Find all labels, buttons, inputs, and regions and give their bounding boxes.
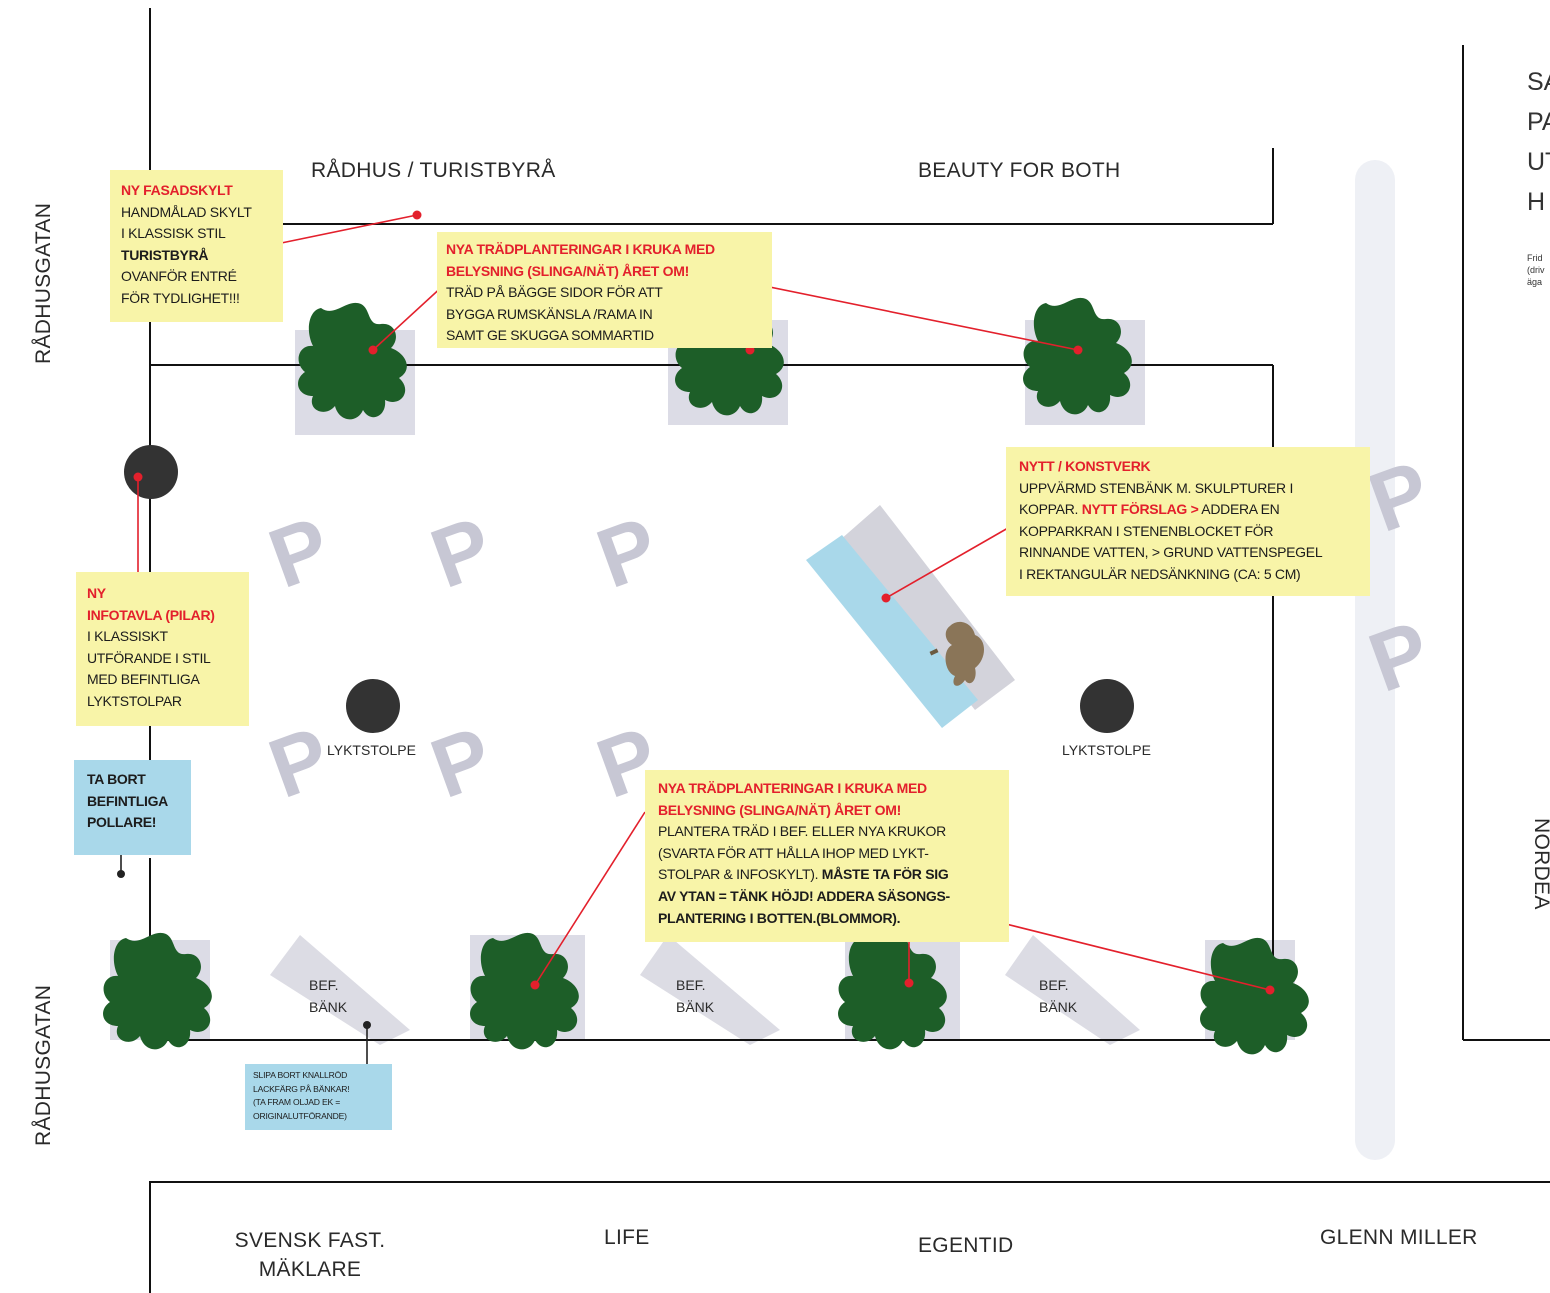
- label-nordea: NORDEA: [1530, 818, 1550, 910]
- label-bench-2: BEF. BÄNK: [676, 974, 714, 1018]
- note-konstverk-line2a: KOPPAR.: [1019, 501, 1079, 518]
- note-trad-top-line2: BYGGA RUMSKÄNSLA /RAMA IN: [446, 305, 653, 322]
- parking-symbol-5: P: [419, 708, 504, 815]
- note-bank: SLIPA BORT KNALLRÖD LACKFÄRG PÅ BÄNKAR! …: [245, 1064, 392, 1130]
- label-radhus: RÅDHUS / TURISTBYRÅ: [311, 159, 556, 182]
- note-konstverk-title: NYTT / KONSTVERK: [1019, 458, 1151, 474]
- note-konstverk-line4: RINNANDE VATTEN, > GRUND VATTENSPEGEL: [1019, 544, 1323, 561]
- water-mirror: [806, 535, 978, 728]
- note-trad-bottom-line2: (SVARTA FÖR ATT HÅLLA IHOP MED LYKT-: [658, 844, 929, 861]
- label-bench-1: BEF. BÄNK: [309, 974, 347, 1018]
- note-fasadskylt: NY FASADSKYLT HANDMÅLAD SKYLT I KLASSISK…: [110, 170, 283, 322]
- bench-shadows: [270, 935, 1140, 1045]
- parking-symbol-3: P: [585, 498, 670, 605]
- side-heading-line-4: H: [1527, 188, 1546, 216]
- note-konstverk-line5: I REKTANGULÄR NEDSÄNKNING (CA: 5 CM): [1019, 565, 1301, 582]
- bench-2-line-2: BÄNK: [676, 999, 715, 1015]
- label-svensk-fast: SVENSK FAST. MÄKLARE: [232, 1226, 388, 1284]
- note-konstverk: NYTT / KONSTVERK UPPVÄRMD STENBÄNK M. SK…: [1006, 447, 1370, 596]
- copper-tap: [929, 648, 939, 656]
- label-life: LIFE: [604, 1226, 650, 1249]
- note-fasadskylt-line3: OVANFÖR ENTRÉ: [121, 268, 237, 285]
- note-pollare-line1: TA BORT: [87, 771, 146, 787]
- note-fasadskylt-title: NY FASADSKYLT: [121, 182, 233, 198]
- side-small-line-3: äga: [1527, 277, 1543, 287]
- note-infotavla-line1: I KLASSISKT: [87, 628, 168, 645]
- art-installation: [806, 505, 1015, 728]
- note-bank-line3: (TA FRAM OLJAD EK =: [253, 1097, 341, 1107]
- note-fasadskylt-line4: FÖR TYDLIGHET!!!: [121, 289, 240, 306]
- note-infotavla-line3: MED BEFINTLIGA: [87, 671, 200, 688]
- note-konstverk-line2-red: NYTT FÖRSLAG >: [1081, 501, 1199, 518]
- parking-symbol-1: P: [257, 498, 342, 605]
- note-trad-bottom-title1: NYA TRÄDPLANTERINGAR I KRUKA MED: [658, 780, 927, 796]
- note-pollare-line3: POLLARE!: [87, 814, 157, 831]
- callout-dots: [133, 210, 1275, 995]
- note-trad-bottom-line4: AV YTAN = TÄNK HÖJD! ADDERA SÄSONGS-: [658, 887, 950, 904]
- label-radhusgatan-top: RÅDHUSGATAN: [32, 202, 55, 364]
- lamp-post-left: [346, 679, 400, 733]
- note-trad-bottom-line5: PLANTERING I BOTTEN.(BLOMMOR).: [658, 909, 901, 926]
- label-radhusgatan-bottom: RÅDHUSGATAN: [32, 984, 55, 1146]
- label-bench-3: BEF. BÄNK: [1039, 974, 1077, 1018]
- note-trad-bottom-line3a: STOLPAR & INFOSKYLT).: [658, 866, 819, 883]
- note-fasadskylt-line1: HANDMÅLAD SKYLT: [121, 203, 252, 220]
- note-konstverk-line1: UPPVÄRMD STENBÄNK M. SKULPTURER I: [1019, 479, 1294, 496]
- label-svensk-line2: MÄKLARE: [258, 1258, 362, 1281]
- bench-1-line-2: BÄNK: [309, 999, 348, 1015]
- note-bank-line1: SLIPA BORT KNALLRÖD: [253, 1070, 348, 1080]
- note-konstverk-line3: KOPPARKRAN I STENENBLOCKET FÖR: [1019, 522, 1274, 539]
- label-svensk-line1: SVENSK FAST.: [234, 1229, 386, 1252]
- label-glenn-miller: GLENN MILLER: [1320, 1226, 1478, 1249]
- note-trad-top-title2: BELYSNING (SLINGA/NÄT) ÅRET OM!: [446, 262, 689, 279]
- label-beauty-for-both: BEAUTY FOR BOTH: [918, 159, 1121, 182]
- side-heading-line-2: PA: [1527, 108, 1550, 136]
- bench-2-line-1: BEF.: [676, 977, 706, 993]
- note-fasadskylt-bold: TURISTBYRÅ: [121, 246, 209, 263]
- note-trad-bottom-title2: BELYSNING (SLINGA/NÄT) ÅRET OM!: [658, 801, 901, 818]
- label-egentid: EGENTID: [918, 1234, 1014, 1257]
- note-fasadskylt-line2: I KLASSISK STIL: [121, 225, 226, 242]
- lamp-post-right: [1080, 679, 1134, 733]
- note-pollare: TA BORT BEFINTLIGA POLLARE!: [74, 760, 191, 855]
- note-tradplantering-bottom: NYA TRÄDPLANTERINGAR I KRUKA MED BELYSNI…: [645, 770, 1009, 942]
- note-infotavla-title1: NY: [87, 585, 106, 601]
- note-bank-line4: ORIGINALUTFÖRANDE): [253, 1110, 347, 1121]
- note-konstverk-line2b: ADDERA EN: [1201, 501, 1280, 518]
- side-small-line-1: Frid: [1527, 253, 1543, 263]
- parking-symbol-2: P: [419, 498, 504, 605]
- bench-3-line-2: BÄNK: [1039, 999, 1078, 1015]
- bench-1-line-1: BEF.: [309, 977, 339, 993]
- label-lyktstolpe-right: LYKTSTOLPE: [1062, 742, 1151, 758]
- note-bank-line2: LACKFÄRG PÅ BÄNKAR!: [253, 1083, 350, 1094]
- note-konstverk-line2: KOPPAR. NYTT FÖRSLAG > ADDERA EN: [1019, 499, 1364, 521]
- note-trad-bottom-line3b: MÅSTE TA FÖR SIG: [821, 866, 949, 883]
- copper-sculpture: [945, 621, 985, 686]
- note-pollare-line2: BEFINTLIGA: [87, 792, 168, 809]
- note-tradplantering-top: NYA TRÄDPLANTERINGAR I KRUKA MED BELYSNI…: [437, 232, 772, 348]
- side-small-line-2: (driv: [1527, 265, 1545, 275]
- parking-symbol-4: P: [257, 708, 342, 815]
- label-lyktstolpe-left: LYKTSTOLPE: [327, 742, 416, 758]
- faded-background: [1355, 160, 1395, 1160]
- note-infotavla: NY INFOTAVLA (PILAR) I KLASSISKT UTFÖRAN…: [76, 572, 249, 726]
- note-infotavla-line4: LYKTSTOLPAR: [87, 692, 182, 709]
- lamp-posts: [124, 445, 1134, 733]
- note-trad-bottom-line1: PLANTERA TRÄD I BEF. ELLER NYA KRUKOR: [658, 823, 946, 840]
- note-infotavla-title2: INFOTAVLA (PILAR): [87, 606, 215, 623]
- note-trad-top-title1: NYA TRÄDPLANTERINGAR I KRUKA MED: [446, 241, 715, 257]
- lamp-post-infotavla: [124, 445, 178, 499]
- note-trad-top-line3: SAMT GE SKUGGA SOMMARTID: [446, 327, 654, 344]
- note-trad-top-line1: TRÄD PÅ BÄGGE SIDOR FÖR ATT: [446, 284, 663, 301]
- black-callout-dots: [117, 870, 371, 1029]
- bench-3-line-1: BEF.: [1039, 977, 1069, 993]
- side-panel-heading: SA PA UT H: [1527, 62, 1550, 222]
- side-panel-small-text: Frid (driv äga: [1527, 252, 1545, 288]
- note-infotavla-line2: UTFÖRANDE I STIL: [87, 649, 211, 666]
- side-heading-line-3: UT: [1527, 148, 1550, 176]
- side-heading-line-1: SA: [1527, 68, 1550, 96]
- note-trad-bottom-line3: STOLPAR & INFOSKYLT). MÅSTE TA FÖR SIG: [658, 864, 1003, 886]
